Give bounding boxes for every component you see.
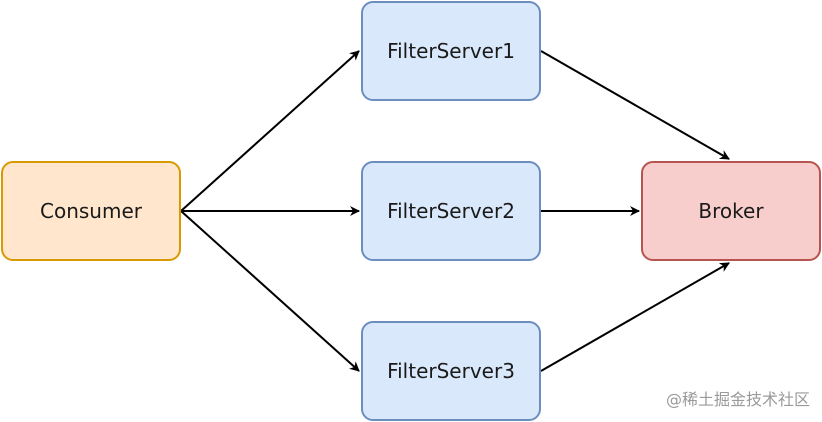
- filter-server-3-label: FilterServer3: [387, 359, 515, 383]
- broker-node: Broker: [641, 161, 821, 261]
- edge-filterserver1-to-broker: [540, 50, 730, 160]
- consumer-node: Consumer: [1, 161, 181, 261]
- watermark-text: @稀土掘金技术社区: [665, 390, 810, 409]
- consumer-label: Consumer: [40, 199, 142, 223]
- edge-consumer-to-filterserver3: [180, 210, 360, 372]
- broker-label: Broker: [698, 199, 764, 223]
- filter-server-2-node: FilterServer2: [361, 161, 541, 261]
- edge-filterserver3-to-broker: [540, 262, 730, 372]
- filter-server-3-node: FilterServer3: [361, 321, 541, 421]
- filter-server-1-node: FilterServer1: [361, 1, 541, 101]
- filter-server-2-label: FilterServer2: [387, 199, 515, 223]
- edge-consumer-to-filterserver1: [180, 50, 360, 212]
- filter-server-1-label: FilterServer1: [387, 39, 515, 63]
